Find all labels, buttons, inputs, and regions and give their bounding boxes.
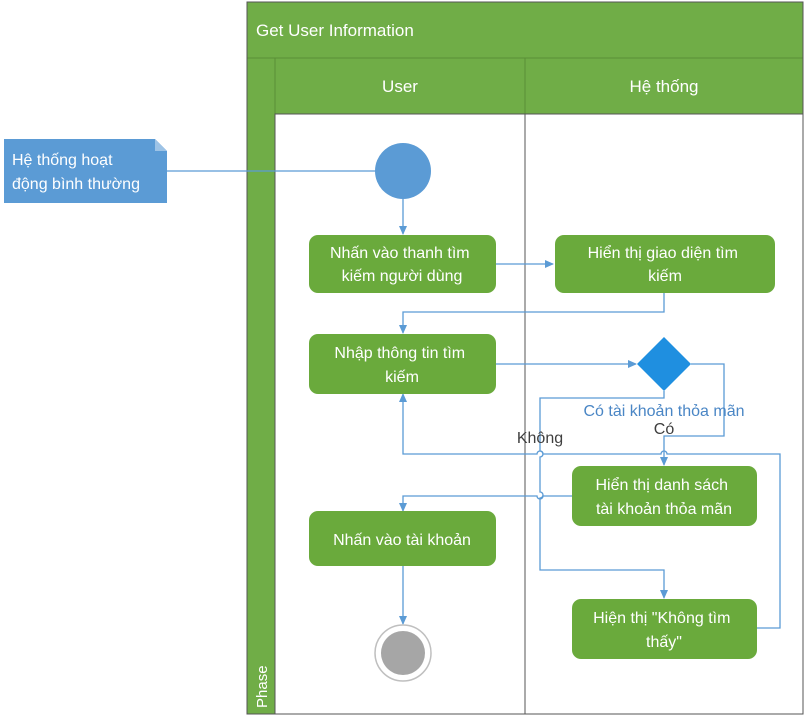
pool-title: Get User Information: [256, 21, 414, 40]
lane-header-user: [274, 57, 526, 115]
activity-show-matching-list: Hiển thị danh sách tài khoản thỏa mãn: [572, 466, 757, 526]
decision-diamond: [637, 337, 691, 391]
decision-yes-label: Có: [654, 421, 675, 438]
activity-box: [309, 235, 496, 293]
activity-show-search-ui: Hiển thị giao diện tìm kiếm: [555, 235, 775, 293]
activity-click-search-bar: Nhấn vào thanh tìm kiếm người dùng: [309, 235, 496, 293]
activity-label: Hiện thị "Không tìm thấy": [593, 610, 735, 651]
activity-label: Nhấn vào tài khoản: [333, 532, 471, 549]
lane-label-user: User: [382, 77, 418, 96]
activity-box: [309, 334, 496, 394]
pool-header: [246, 1, 804, 59]
activity-box: [555, 235, 775, 293]
lane-header-system: [524, 57, 804, 115]
connectors: [165, 170, 781, 629]
decision-condition-label: Có tài khoản thỏa mãn: [584, 403, 745, 420]
note-line-2: động bình thường: [12, 176, 140, 193]
phase-label: Phase: [254, 665, 271, 708]
edge-list-to-click: [399, 495, 572, 512]
activity-box: [309, 511, 496, 566]
edge-notfound-to-input: [399, 393, 781, 629]
activity-label: Hiển thị danh sách tài khoản thỏa mãn: [596, 476, 733, 518]
note-fold: [155, 139, 167, 151]
lane-label-system: Hệ thống: [630, 77, 699, 96]
activity-box: [572, 599, 757, 659]
activity-enter-search-info: Nhập thông tin tìm kiếm: [309, 334, 496, 394]
end-node: [381, 631, 425, 675]
phase-bar: [246, 57, 276, 715]
activity-label: Hiển thị giao diện tìm kiếm: [588, 244, 743, 285]
edge-ui-to-input: [399, 293, 665, 334]
activity-click-account: Nhấn vào tài khoản: [309, 511, 496, 566]
note-shape: [4, 139, 167, 203]
activity-box: [572, 466, 757, 526]
activity-label: Nhấn vào thanh tìm kiếm người dùng: [330, 245, 474, 285]
note-text: Hệ thống hoạt động bình thường: [12, 152, 140, 193]
activity-show-not-found: Hiện thị "Không tìm thấy": [572, 599, 757, 659]
activity-label: Nhập thông tin tìm kiếm: [334, 345, 469, 386]
note-comment: Hệ thống hoạt động bình thường: [4, 139, 167, 203]
decision-no-label: Không: [517, 430, 563, 447]
note-line-1: Hệ thống hoạt: [12, 152, 113, 169]
start-node: [375, 143, 431, 199]
edge-decision-yes: [660, 363, 725, 466]
pool-border: [246, 1, 804, 715]
